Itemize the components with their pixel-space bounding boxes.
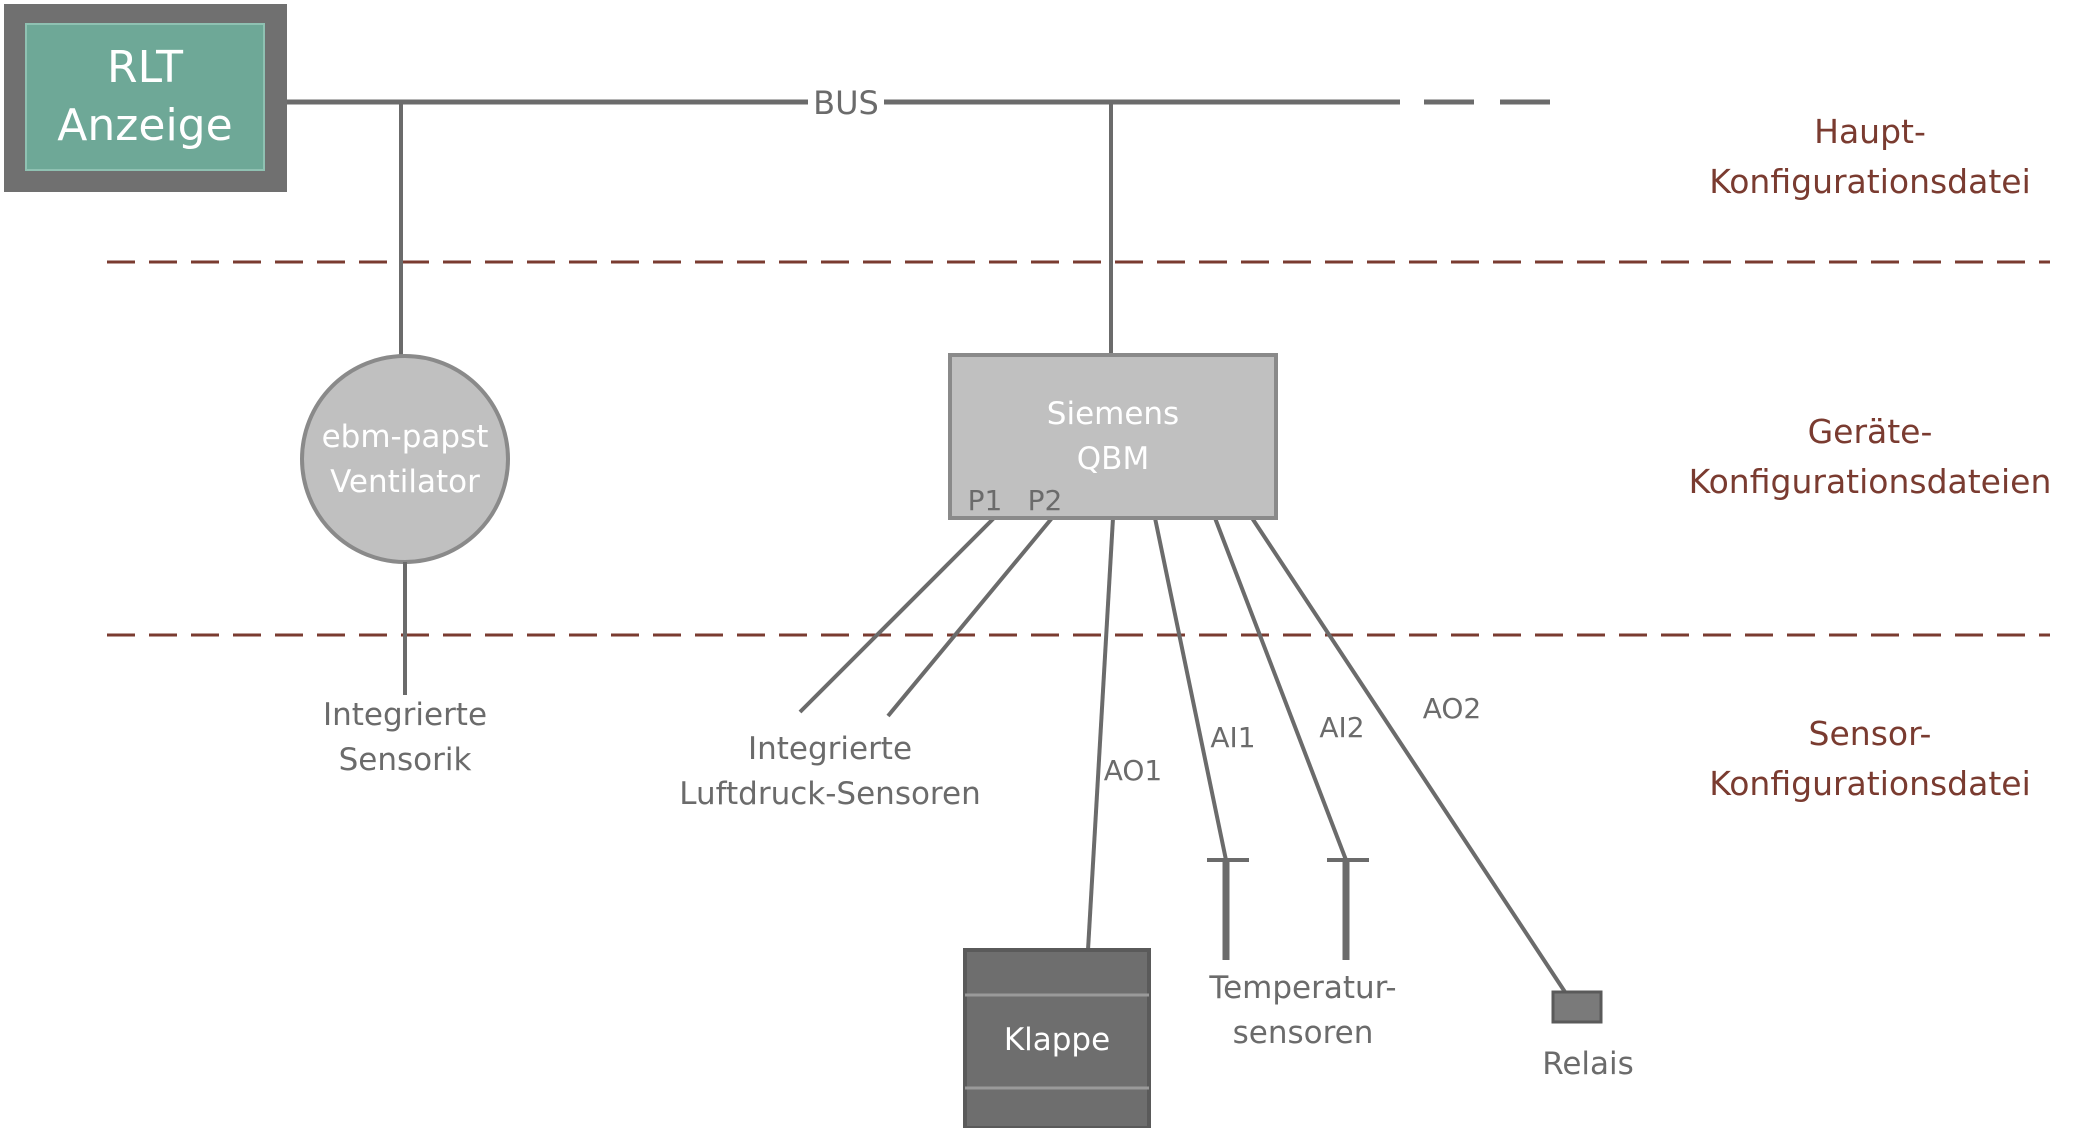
line-ai1	[1153, 517, 1228, 861]
qbm-label-line1: Siemens	[1047, 396, 1179, 432]
temp-probe-ai2	[1327, 858, 1369, 960]
output-ao1: AO1	[1104, 754, 1163, 787]
integrated-sensors-line1: Integrierte	[323, 697, 487, 733]
level-device-line1: Geräte-	[1808, 412, 1933, 451]
output-ao2: AO2	[1423, 692, 1482, 725]
level-device-line2: Konfigurationsdateien	[1689, 462, 2052, 501]
output-ai2: AI2	[1319, 711, 1364, 744]
output-ai1: AI1	[1210, 721, 1255, 754]
line-ao2	[1250, 516, 1567, 994]
qbm-port-p1: P1	[968, 484, 1003, 517]
temp-sensors-line1: Temperatur-	[1208, 970, 1396, 1006]
fan-label-line2: Ventilator	[330, 464, 480, 500]
relais-node	[1551, 990, 1603, 1024]
pressure-sensors-line1: Integrierte	[748, 731, 912, 767]
pressure-sensors-line2: Luftdruck-Sensoren	[679, 776, 980, 812]
level-main-line2: Konfigurationsdatei	[1709, 162, 2031, 201]
level-main-line1: Haupt-	[1814, 112, 1926, 151]
temp-probe-ai1	[1207, 858, 1249, 960]
rlt-display: RLT Anzeige	[4, 4, 287, 192]
rlt-label-line2: Anzeige	[57, 100, 232, 151]
line-p2	[886, 516, 1054, 718]
level-sensor-line1: Sensor-	[1809, 714, 1932, 753]
klappe-label: Klappe	[1004, 1022, 1110, 1058]
relais-label: Relais	[1542, 1046, 1634, 1082]
integrated-sensors-line2: Sensorik	[339, 742, 472, 778]
klappe-node: Klappe	[963, 948, 1151, 1128]
fan-label-line1: ebm-papst	[322, 419, 489, 455]
line-ai2	[1213, 517, 1348, 861]
qbm-port-p2: P2	[1028, 484, 1063, 517]
level-sensor-line2: Konfigurationsdatei	[1709, 764, 2031, 803]
qbm-node: Siemens QBM P1 P2	[948, 353, 1278, 520]
bus-label: BUS	[813, 84, 879, 122]
line-p1	[798, 516, 996, 714]
line-ao1	[1086, 517, 1115, 951]
fan-node: ebm-papst Ventilator	[300, 354, 510, 564]
qbm-label-line2: QBM	[1077, 441, 1149, 477]
temp-sensors-line2: sensoren	[1233, 1015, 1374, 1051]
rlt-label-line1: RLT	[107, 42, 183, 93]
